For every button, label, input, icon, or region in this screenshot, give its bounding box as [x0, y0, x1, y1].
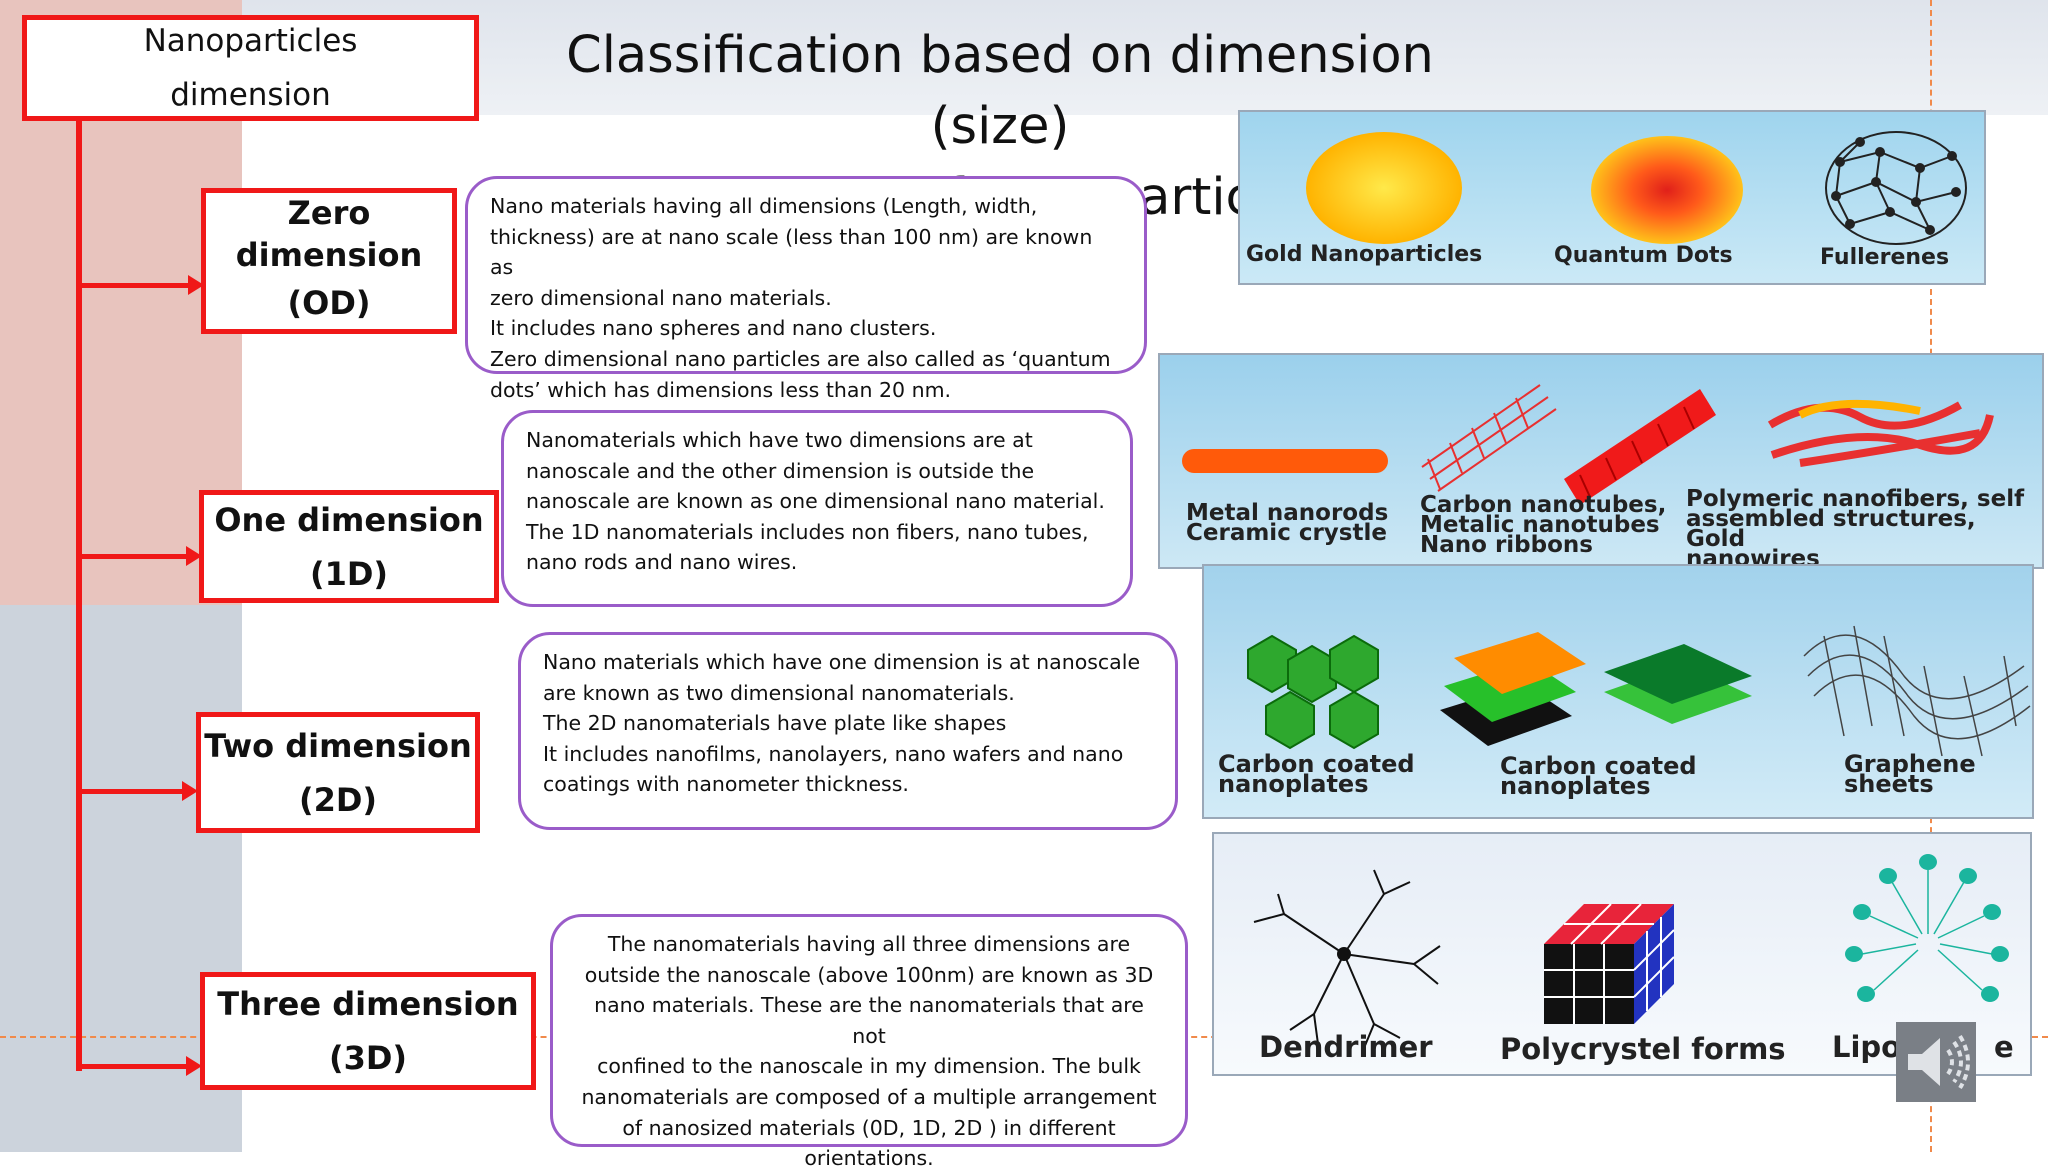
- zero-d-image-panel: Gold Nanoparticles Quantum Dots Fulleren…: [1238, 110, 1986, 285]
- three-d-description-box: The nanomaterials having all three dimen…: [550, 914, 1188, 1170]
- two-d-illustration: [1247, 625, 2031, 757]
- graphene-sheets-caption: Graphene sheets: [1844, 750, 1976, 798]
- metallic-nanotube-shape: [1564, 389, 1716, 505]
- three-d-illustration: [1253, 854, 2009, 1049]
- three-d-image-panel: Dendrimer Polycrystel forms Lipo e: [1212, 832, 2032, 1076]
- audio-button[interactable]: [1896, 1022, 1976, 1102]
- arrow-to-zero-d: [80, 275, 204, 295]
- one-d-illustration: [1182, 384, 1994, 505]
- quantum-dots-caption: Quantum Dots: [1554, 243, 1733, 268]
- stacked-nanoplates-shape: [1440, 632, 1752, 746]
- carbon-nanotube-shape: [1421, 384, 1557, 492]
- zero-d-illustration: [1306, 131, 1967, 245]
- quantum-dot-shape: [1591, 136, 1743, 244]
- liposome-caption-end: e: [1994, 1030, 2014, 1064]
- hexagon-nanoplates-shape: [1247, 634, 1379, 750]
- one-d-image-panel: Metal nanorods Ceramic crystle Carbon na…: [1158, 353, 2044, 569]
- arrow-to-three-d: [80, 1056, 202, 1076]
- carbon-coated-nanoplates-caption-1: Carbon coated nanoplates: [1218, 750, 1415, 798]
- carbon-coated-nanoplates-caption-2: Carbon coated nanoplates: [1500, 752, 1697, 800]
- gold-nanoparticles-caption: Gold Nanoparticles: [1246, 242, 1483, 267]
- polymeric-nanofibers-caption: Polymeric nanofibers, self assembled str…: [1686, 486, 2025, 569]
- dendrimer-shape: [1253, 869, 1441, 1049]
- arrow-to-two-d: [80, 781, 198, 801]
- metal-nanorods-caption: Metal nanorods Ceramic crystle: [1186, 500, 1389, 546]
- polycrystel-forms-caption: Polycrystel forms: [1500, 1032, 1786, 1066]
- one-dimension-box: One dimension (1D): [199, 490, 499, 603]
- title-background: [242, 0, 2048, 115]
- dendrimer-core-shape: [1337, 947, 1351, 961]
- speaker-icon: [1908, 1034, 1970, 1090]
- dendrimer-caption: Dendrimer: [1259, 1030, 1433, 1064]
- arrow-to-one-d: [80, 546, 202, 566]
- liposome-shape: [1845, 854, 2009, 1002]
- two-d-image-panel: Carbon coated nanoplates Carbon coated n…: [1202, 564, 2034, 819]
- metal-nanorod-shape: [1182, 449, 1388, 473]
- three-dimension-box: Three dimension (3D): [200, 972, 536, 1090]
- two-d-description-box: Nano materials which have one dimension …: [518, 632, 1178, 830]
- root-box-nanoparticles-dimension: Nanoparticles dimension: [22, 15, 479, 121]
- gold-nanoparticle-shape: [1306, 132, 1462, 244]
- zero-dimension-box: Zero dimension (OD): [201, 188, 457, 334]
- fullerenes-caption: Fullerenes: [1820, 245, 1950, 270]
- one-d-description-box: Nanomaterials which have two dimensions …: [501, 410, 1133, 607]
- tree-trunk-line: [76, 116, 82, 1071]
- carbon-nanotubes-caption: Carbon nanotubes, Metalic nanotubes Nano…: [1420, 492, 1667, 558]
- polycrystal-cube-shape: [1544, 903, 1675, 1024]
- liposome-caption-start: Lipo: [1832, 1030, 1902, 1064]
- graphene-sheet-shape: [1803, 625, 2031, 757]
- zero-d-description-box: Nano materials having all dimensions (Le…: [465, 176, 1147, 402]
- two-dimension-box: Two dimension (2D): [196, 712, 480, 833]
